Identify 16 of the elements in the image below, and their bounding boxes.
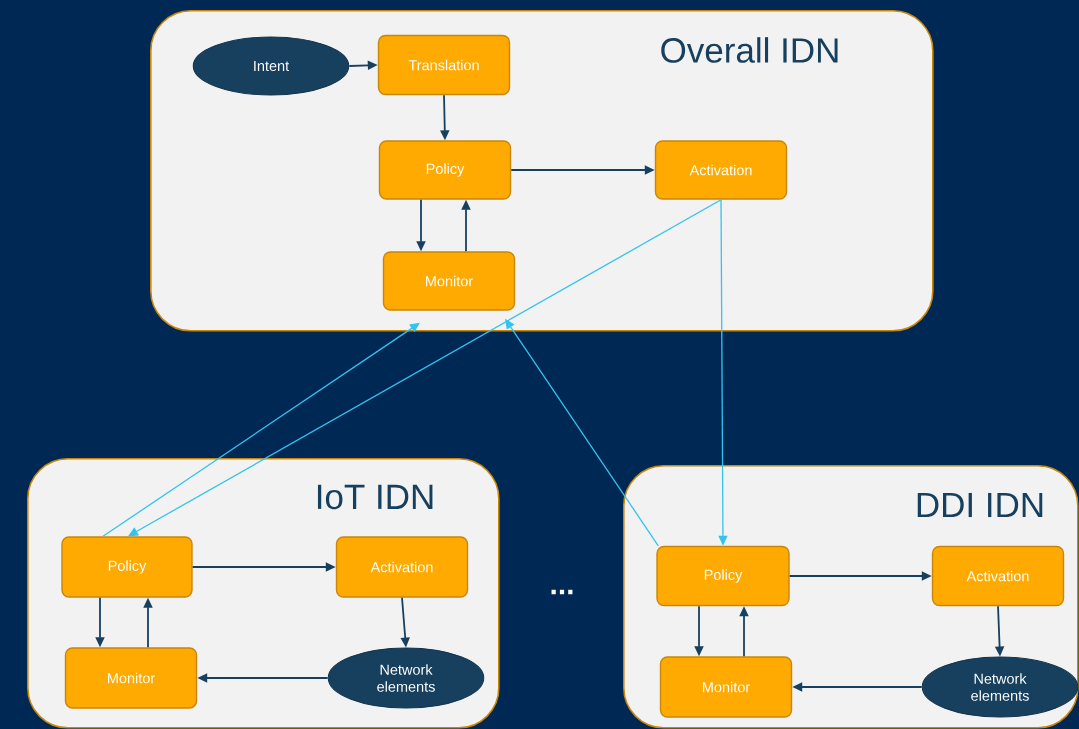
arrow [102,322,420,537]
process-box: Activation [335,536,469,598]
process-box: Activation [931,545,1065,607]
ellipse-node: Intent [192,36,350,96]
process-box: Monitor [382,251,516,311]
process-box: Monitor [64,647,198,709]
process-box: Policy [656,545,790,607]
ellipsis: ... [551,589,573,595]
arrow [128,199,722,537]
ellipse-node: Network elements [921,656,1079,718]
process-box: Activation [654,140,788,200]
process-box: Policy [61,536,193,598]
process-box: Policy [378,140,512,200]
process-box: Monitor [659,656,793,718]
ellipse-node: Network elements [327,647,485,709]
process-box: Translation [377,34,511,96]
